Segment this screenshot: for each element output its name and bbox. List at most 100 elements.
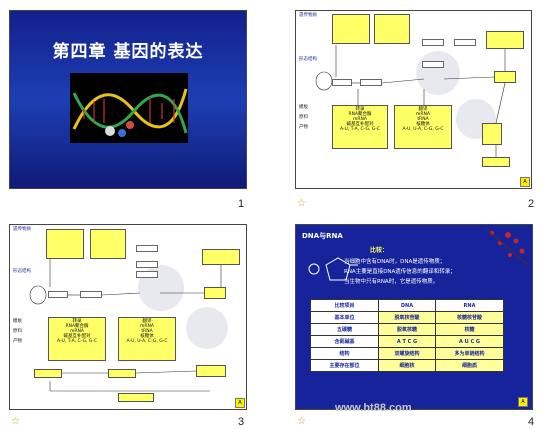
transcription-line: 碱基互补配对 bbox=[346, 122, 374, 127]
side-label: 原料 bbox=[13, 329, 22, 334]
table-row: 含氮碱基 A T C G A U C G bbox=[310, 335, 504, 348]
small-box bbox=[422, 39, 444, 46]
table-cell: 脱氧核糖 bbox=[377, 323, 437, 336]
text-line: 当生物中只有RNA时，它是遗传物质。 bbox=[344, 279, 439, 285]
translation-line: 核糖体 bbox=[416, 122, 430, 127]
translation-line: 核糖体 bbox=[140, 334, 154, 339]
concept-box bbox=[494, 71, 516, 83]
side-label: 模板 bbox=[13, 319, 22, 324]
small-box bbox=[454, 39, 476, 46]
star-icon: ☆ bbox=[297, 198, 306, 209]
concept-box bbox=[196, 365, 226, 377]
translation-box: 翻译 mRNA tRNA 核糖体 A-U, U-A, C-G, G-C bbox=[118, 317, 176, 361]
table-cell: 结构 bbox=[310, 347, 379, 360]
concept-box bbox=[482, 157, 510, 167]
slide-number: 2 bbox=[528, 198, 535, 210]
transcription-line: RNA聚合酶 bbox=[348, 112, 372, 117]
diagram-arrows bbox=[29, 259, 222, 392]
text-line: 当细胞中含有DNA时，DNA是遗传物质； bbox=[344, 259, 446, 265]
translation-line: 翻译 bbox=[418, 107, 428, 112]
side-label: 遗传物质 bbox=[299, 13, 317, 18]
slide-1-title[interactable]: 第四章 基因的表达 bbox=[9, 10, 247, 189]
side-label: 产物 bbox=[299, 125, 308, 130]
comparison-table: 比较项目 DNA RNA 基本单位 脱氧核苷酸 核糖核苷酸 五碳糖 脱氧核糖 核… bbox=[310, 299, 504, 372]
transcription-box: 转录 RNA聚合酶 mRNA 碱基互补配对 A-U, T-A, C-G, G-C bbox=[48, 317, 106, 361]
translation-line: mRNA bbox=[416, 112, 430, 117]
concept-box bbox=[46, 229, 84, 259]
ribosome-shape bbox=[416, 51, 460, 95]
translation-box: 翻译 mRNA tRNA 核糖体 A-U, U-A, C-G, G-C bbox=[394, 105, 452, 149]
star-icon: ☆ bbox=[11, 416, 20, 427]
table-cell: 脱氧核苷酸 bbox=[377, 311, 437, 324]
slide-2-diagram[interactable]: 遗传物质 形态结构 模板 原料 产物 转录 RNA聚合酶 mRNA 碱基互补配对… bbox=[295, 10, 532, 189]
table-cell: 细胞核 bbox=[377, 359, 437, 372]
side-label: 遗传物质 bbox=[13, 227, 31, 232]
table-row: 结构 双螺旋结构 多为单链结构 bbox=[310, 347, 504, 360]
small-box bbox=[48, 291, 68, 298]
translation-line: A-U, U-A, C-G, G-C bbox=[402, 127, 444, 132]
transcription-line: mRNA bbox=[70, 329, 84, 334]
small-box bbox=[80, 291, 102, 298]
sugar-ring-icon bbox=[308, 228, 529, 281]
slide-number: 1 bbox=[238, 198, 245, 210]
concept-box bbox=[202, 249, 240, 265]
concept-box bbox=[204, 287, 226, 299]
translation-line: 翻译 bbox=[142, 319, 152, 324]
concept-box bbox=[108, 369, 136, 378]
table-header: DNA bbox=[377, 299, 437, 312]
side-label: 形态结构 bbox=[13, 269, 31, 274]
transcription-line: RNA聚合酶 bbox=[65, 324, 89, 329]
small-box bbox=[136, 261, 158, 268]
watermark-text: www.ht88.com bbox=[335, 402, 412, 414]
translation-line: A-U, U-A, C-G, G-C bbox=[126, 339, 168, 344]
dna-helix-image bbox=[70, 73, 188, 143]
concept-box bbox=[374, 14, 410, 44]
concept-box bbox=[332, 14, 370, 44]
side-label: 模板 bbox=[299, 105, 308, 110]
nav-button-icon[interactable]: A bbox=[520, 177, 530, 187]
table-cell: 核糖核苷酸 bbox=[435, 311, 504, 324]
concept-box bbox=[90, 229, 126, 259]
slide-number: 4 bbox=[528, 416, 535, 428]
small-box bbox=[360, 79, 382, 86]
transcription-line: mRNA bbox=[353, 117, 367, 122]
table-header-row: 比较项目 DNA RNA bbox=[310, 299, 504, 312]
table-header: RNA bbox=[435, 299, 504, 312]
table-cell: 多为单链结构 bbox=[435, 347, 504, 360]
nav-button-icon[interactable]: A bbox=[518, 397, 528, 407]
transcription-line: 碱基互补配对 bbox=[63, 334, 91, 339]
table-cell: A U C G bbox=[435, 335, 504, 348]
table-cell: 五碳糖 bbox=[310, 323, 379, 336]
table-cell: 主要存在部位 bbox=[310, 359, 379, 372]
concept-box bbox=[482, 123, 502, 145]
table-row: 基本单位 脱氧核苷酸 核糖核苷酸 bbox=[310, 311, 504, 324]
table-cell: 核糖 bbox=[435, 323, 504, 336]
small-box bbox=[136, 245, 158, 252]
text-line: RNA主要是直接DNA遗传信息的翻译和转录； bbox=[344, 269, 456, 275]
diagram-arrows bbox=[315, 45, 506, 157]
concept-box bbox=[34, 369, 62, 378]
translation-line: tRNA bbox=[141, 329, 153, 334]
ribosome-shape bbox=[186, 307, 228, 349]
transcription-line: A-U, T-A, C-G, G-C bbox=[56, 339, 98, 344]
transcription-line: 转录 bbox=[72, 319, 82, 324]
small-box bbox=[422, 61, 444, 68]
table-cell: 双螺旋结构 bbox=[377, 347, 437, 360]
side-label: 原料 bbox=[299, 115, 308, 120]
section-label: 比较： bbox=[370, 247, 389, 254]
translation-line: mRNA bbox=[140, 324, 154, 329]
slide-3-diagram[interactable]: 遗传物质 形态结构 模板 原料 产物 转录 RNA聚合酶 mRNA 碱基互补配对… bbox=[9, 224, 247, 410]
translation-line: tRNA bbox=[417, 117, 429, 122]
table-cell: 含氮碱基 bbox=[310, 335, 379, 348]
transcription-line: A-U, T-A, C-G, G-C bbox=[339, 127, 381, 132]
nav-button-icon[interactable]: A bbox=[235, 398, 245, 408]
table-row: 主要存在部位 细胞核 细胞质 bbox=[310, 359, 504, 372]
side-label: 产物 bbox=[13, 339, 22, 344]
table-cell: A T C G bbox=[377, 335, 437, 348]
slide-4-dna-rna[interactable]: DNA与RNA 比较： 当细胞中含有DNA时，DNA是遗传物质； RNA主要是直… bbox=[295, 224, 533, 410]
table-cell: 基本单位 bbox=[310, 311, 379, 324]
small-box bbox=[136, 271, 158, 278]
slide-heading: DNA与RNA bbox=[302, 232, 343, 240]
star-icon: ☆ bbox=[297, 416, 306, 427]
slide-number: 3 bbox=[238, 416, 245, 428]
